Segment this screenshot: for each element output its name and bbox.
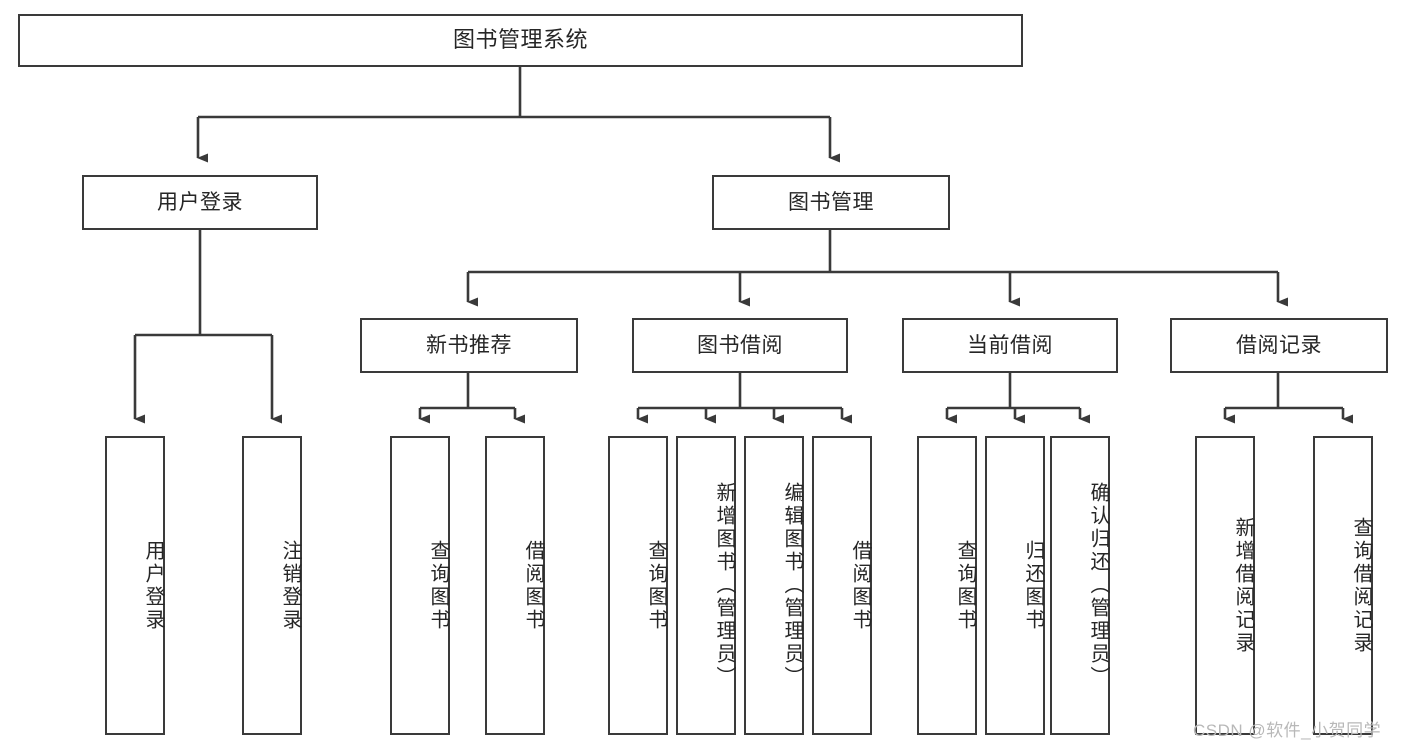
leaf-label: 编辑图书（管理员） bbox=[781, 482, 803, 689]
leaf-label: 查询借阅记录 bbox=[1350, 516, 1372, 655]
leaf-node[interactable]: 注销登录 bbox=[242, 436, 302, 735]
leaf-label: 注销登录 bbox=[279, 539, 301, 632]
leaf-node[interactable]: 借阅图书 bbox=[812, 436, 872, 735]
leaf-label: 查询图书 bbox=[427, 539, 449, 632]
leaf-label: 新增借阅记录 bbox=[1232, 516, 1254, 655]
node-root[interactable]: 图书管理系统 bbox=[18, 14, 1023, 67]
node-book-management[interactable]: 图书管理 bbox=[712, 175, 950, 230]
leaf-node[interactable]: 查询图书 bbox=[608, 436, 668, 735]
node-user-login[interactable]: 用户登录 bbox=[82, 175, 318, 230]
leaf-node[interactable]: 查询图书 bbox=[917, 436, 977, 735]
leaf-label: 确认归还（管理员） bbox=[1087, 482, 1109, 689]
leaf-node[interactable]: 归还图书 bbox=[985, 436, 1045, 735]
leaf-node[interactable]: 新增借阅记录 bbox=[1195, 436, 1255, 735]
node-root-label: 图书管理系统 bbox=[452, 27, 588, 53]
leaf-node[interactable]: 借阅图书 bbox=[485, 436, 545, 735]
watermark-text: CSDN @软件_小贺同学 bbox=[1193, 721, 1382, 740]
node-current-borrow-label: 当前借阅 bbox=[967, 333, 1053, 357]
node-user-login-label: 用户登录 bbox=[157, 190, 243, 214]
node-borrow-record-label: 借阅记录 bbox=[1236, 333, 1322, 357]
leaf-label: 归还图书 bbox=[1022, 539, 1044, 632]
leaf-label: 新增图书（管理员） bbox=[713, 482, 735, 689]
leaf-node[interactable]: 确认归还（管理员） bbox=[1050, 436, 1110, 735]
leaf-node[interactable]: 查询借阅记录 bbox=[1313, 436, 1373, 735]
node-current-borrow[interactable]: 当前借阅 bbox=[902, 318, 1118, 373]
leaf-label: 查询图书 bbox=[954, 539, 976, 632]
leaf-label: 用户登录 bbox=[142, 539, 164, 632]
node-book-borrow[interactable]: 图书借阅 bbox=[632, 318, 848, 373]
leaf-node[interactable]: 新增图书（管理员） bbox=[676, 436, 736, 735]
node-book-management-label: 图书管理 bbox=[788, 190, 874, 214]
leaf-node[interactable]: 查询图书 bbox=[390, 436, 450, 735]
node-book-borrow-label: 图书借阅 bbox=[697, 333, 783, 357]
watermark: CSDN @软件_小贺同学 bbox=[1193, 716, 1381, 741]
leaf-node[interactable]: 用户登录 bbox=[105, 436, 165, 735]
node-new-book-recommend-label: 新书推荐 bbox=[426, 333, 512, 357]
leaf-label: 查询图书 bbox=[645, 539, 667, 632]
node-new-book-recommend[interactable]: 新书推荐 bbox=[360, 318, 578, 373]
leaf-node[interactable]: 编辑图书（管理员） bbox=[744, 436, 804, 735]
node-borrow-record[interactable]: 借阅记录 bbox=[1170, 318, 1388, 373]
leaf-label: 借阅图书 bbox=[849, 539, 871, 632]
leaf-label: 借阅图书 bbox=[522, 539, 544, 632]
